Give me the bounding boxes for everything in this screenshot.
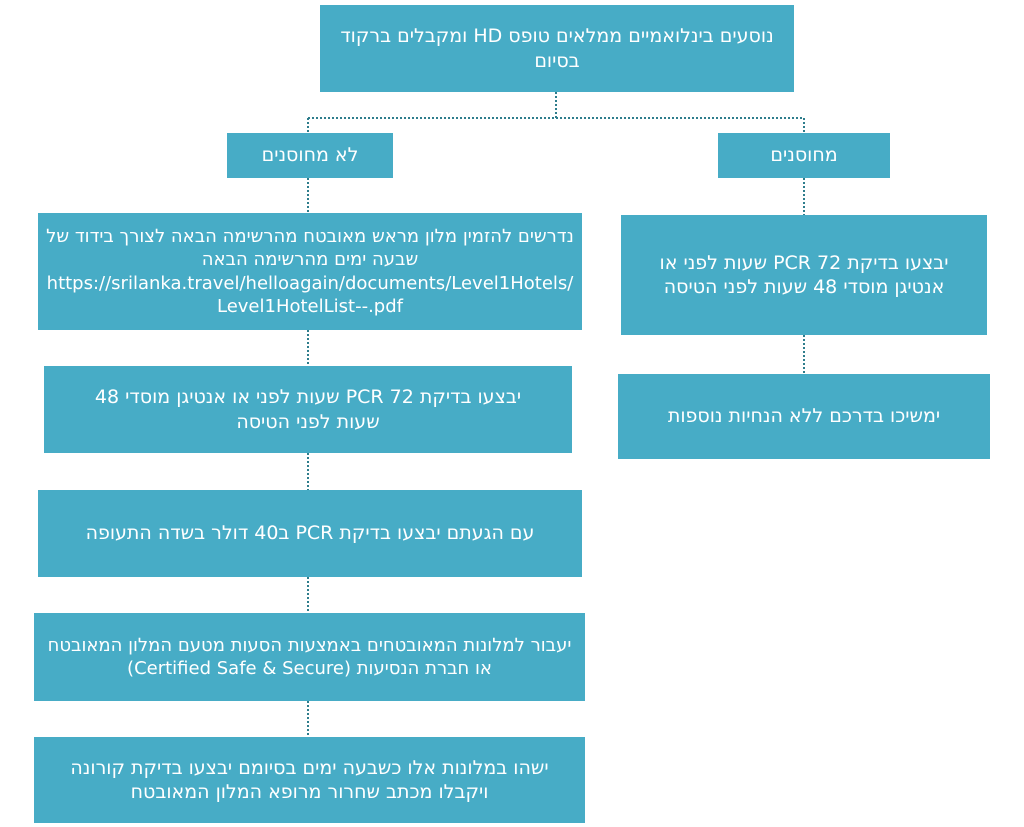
right-pcr-text: יבצעו בדיקת PCR 72 שעות לפני או אנטיגן מ… <box>659 251 949 298</box>
continue-box: ימשיכו בדרכם ללא הנחיות נוספות <box>618 374 990 459</box>
continue-text: ימשיכו בדרכם ללא הנחיות נוספות <box>667 405 941 428</box>
vaccinated-label: מחוסנים <box>770 144 838 167</box>
root-text: נוסעים בינלואמיים ממלאים טופס HD ומקבלים… <box>340 25 774 72</box>
hotel-booking-text: נדרשים להזמין מלון מראש מאובטח מהרשימה ה… <box>46 226 574 271</box>
root-box: נוסעים בינלואמיים ממלאים טופס HD ומקבלים… <box>320 5 794 92</box>
vaccinated-box: מחוסנים <box>718 133 890 178</box>
hotel-booking-box: נדרשים להזמין מלון מראש מאובטח מהרשימה ה… <box>38 213 582 330</box>
quarantine-box: ישהו במלונות אלו כשבעה ימים בסיומם יבצעו… <box>34 737 585 823</box>
transfer-text: יעבור למלונות המאובטחים באמצעות הסעות מט… <box>47 634 572 679</box>
left-pcr-box: יבצעו בדיקת PCR 72 שעות לפני או אנטיגן מ… <box>44 366 572 453</box>
left-pcr-text: יבצעו בדיקת PCR 72 שעות לפני או אנטיגן מ… <box>94 386 522 433</box>
hotel-list-url[interactable]: https://srilanka.travel/helloagain/docum… <box>46 272 574 317</box>
transfer-box: יעבור למלונות המאובטחים באמצעות הסעות מט… <box>34 613 585 701</box>
not-vaccinated-box: לא מחוסנים <box>227 133 393 178</box>
airport-pcr-text: עם הגעתם יבצעו בדיקת PCR ב40 דולר בשדה ה… <box>85 522 535 545</box>
airport-pcr-box: עם הגעתם יבצעו בדיקת PCR ב40 דולר בשדה ה… <box>38 490 582 577</box>
right-pcr-box: יבצעו בדיקת PCR 72 שעות לפני או אנטיגן מ… <box>621 215 987 335</box>
quarantine-text: ישהו במלונות אלו כשבעה ימים בסיומם יבצעו… <box>70 756 549 803</box>
not-vaccinated-label: לא מחוסנים <box>261 144 359 167</box>
